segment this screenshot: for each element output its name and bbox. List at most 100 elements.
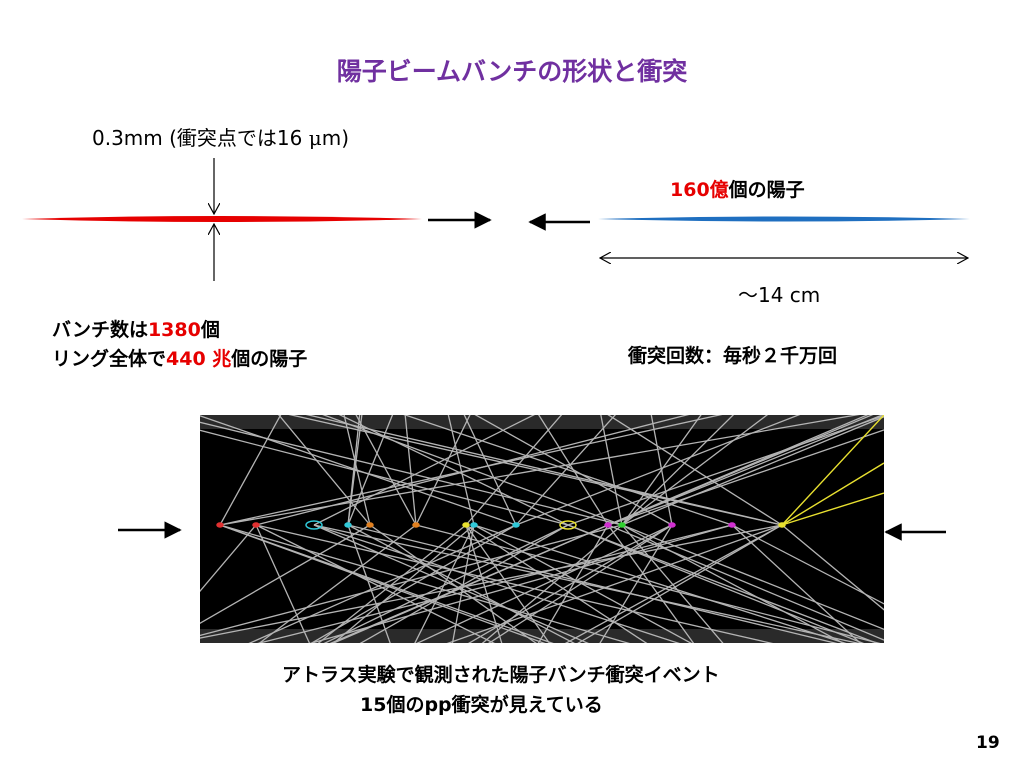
protons-per-bunch-number: 160億 xyxy=(670,179,729,201)
collision-vertex xyxy=(344,522,352,528)
particle-track xyxy=(420,524,783,654)
particle-track xyxy=(265,404,783,526)
collision-vertex xyxy=(252,522,260,528)
particle-track xyxy=(132,524,623,654)
page-number: 19 xyxy=(976,733,1000,753)
particle-track xyxy=(305,524,467,654)
collision-vertex xyxy=(470,522,478,528)
particle-track xyxy=(465,404,571,526)
particle-track xyxy=(219,524,581,654)
event-caption-line1: アトラス実験で観測された陽子バンチ衝突イベント xyxy=(282,664,720,686)
particle-track xyxy=(341,404,371,526)
event-top-band xyxy=(200,415,884,429)
particle-track xyxy=(459,404,517,526)
collision-vertex xyxy=(778,522,786,528)
particle-track xyxy=(403,404,417,526)
particle-track xyxy=(450,524,475,654)
particle-track xyxy=(246,404,783,526)
total-protons-number: 440 兆 xyxy=(166,348,232,370)
collision-vertex xyxy=(462,522,470,528)
collision-vertex xyxy=(366,522,374,528)
slide-title: 陽子ビームバンチの形状と衝突 xyxy=(336,57,688,86)
particle-track xyxy=(219,524,733,654)
particle-track xyxy=(148,524,371,654)
particle-track xyxy=(395,524,673,654)
collision-vertex xyxy=(512,522,520,528)
particle-track xyxy=(319,404,569,526)
total-protons-line: リング全体で440 兆個の陽子 xyxy=(52,345,307,374)
particle-track xyxy=(465,524,557,654)
beam-diameter-suffix: m) xyxy=(321,126,350,150)
bunch-count-suffix: 個 xyxy=(200,319,220,341)
particle-track xyxy=(598,404,623,526)
particle-track xyxy=(294,524,517,654)
particle-track xyxy=(621,404,781,526)
particle-track xyxy=(313,524,904,654)
particle-track xyxy=(168,404,517,526)
bunch-count-block: バンチ数は1380個 リング全体で440 兆個の陽子 xyxy=(52,316,307,374)
particle-track xyxy=(607,404,896,526)
particle-track xyxy=(347,404,362,526)
particle-track xyxy=(270,404,371,526)
collision-vertex xyxy=(618,522,626,528)
particle-track xyxy=(593,524,673,654)
particle-track xyxy=(227,524,517,654)
particle-track xyxy=(607,524,702,654)
collision-vertex xyxy=(216,522,224,528)
particle-track xyxy=(621,524,732,654)
particle-track xyxy=(307,524,609,654)
bunch-count-prefix: バンチ数は xyxy=(52,319,148,341)
bunch-count-line: バンチ数は1380個 xyxy=(52,316,307,345)
particle-track xyxy=(304,524,569,654)
particle-track xyxy=(122,524,783,654)
particle-track xyxy=(547,524,783,654)
protons-per-bunch-text: 個の陽子 xyxy=(728,179,805,201)
particle-track xyxy=(731,524,872,654)
collision-vertex xyxy=(412,522,420,528)
particle-track xyxy=(255,404,726,526)
particle-track xyxy=(621,524,862,654)
yellow-track xyxy=(781,414,885,526)
collision-vertex xyxy=(728,522,736,528)
beam-diameter-prefix: 0.3mm (衝突点では16 xyxy=(92,126,309,150)
particle-track xyxy=(473,524,673,654)
particle-track xyxy=(532,524,609,654)
event-caption-line2: 15個のpp衝突が見えている xyxy=(360,694,603,716)
collision-rate-label: 衝突回数：毎秒２千万回 xyxy=(628,345,838,367)
particle-track xyxy=(465,524,662,654)
yellow-track xyxy=(781,462,885,526)
particle-track xyxy=(409,524,475,654)
yellow-track xyxy=(781,492,885,526)
beam-diameter-label: 0.3mm (衝突点では16 μm) xyxy=(92,122,349,151)
particle-track xyxy=(621,404,913,526)
bunch-count-number: 1380 xyxy=(147,319,201,341)
particle-track xyxy=(415,404,476,526)
particle-track xyxy=(781,524,937,654)
particle-track xyxy=(451,524,673,654)
particle-track xyxy=(347,404,398,526)
particle-track xyxy=(465,524,506,654)
collision-vertex xyxy=(604,522,612,528)
particle-track xyxy=(592,404,783,526)
bunch-length-label: 〜14 cm xyxy=(738,283,821,307)
micro-symbol: μ xyxy=(308,126,322,150)
particle-track xyxy=(470,524,623,654)
protons-per-bunch-label: 160億個の陽子 xyxy=(670,175,805,202)
particle-track xyxy=(567,524,888,654)
particle-track xyxy=(531,404,609,526)
particle-track xyxy=(375,404,733,526)
particle-track xyxy=(219,404,287,526)
event-display-canvas xyxy=(101,404,980,654)
particle-track xyxy=(219,524,663,654)
event-display xyxy=(101,404,980,654)
total-protons-prefix: リング全体で xyxy=(52,348,167,370)
particle-track xyxy=(147,524,257,654)
right-proton-bunch xyxy=(598,216,970,222)
particle-track xyxy=(347,524,877,654)
particle-track xyxy=(515,404,825,526)
total-protons-suffix: 個の陽子 xyxy=(231,348,308,370)
left-proton-bunch xyxy=(22,216,422,222)
particle-track xyxy=(473,524,710,654)
particle-track xyxy=(607,404,908,526)
